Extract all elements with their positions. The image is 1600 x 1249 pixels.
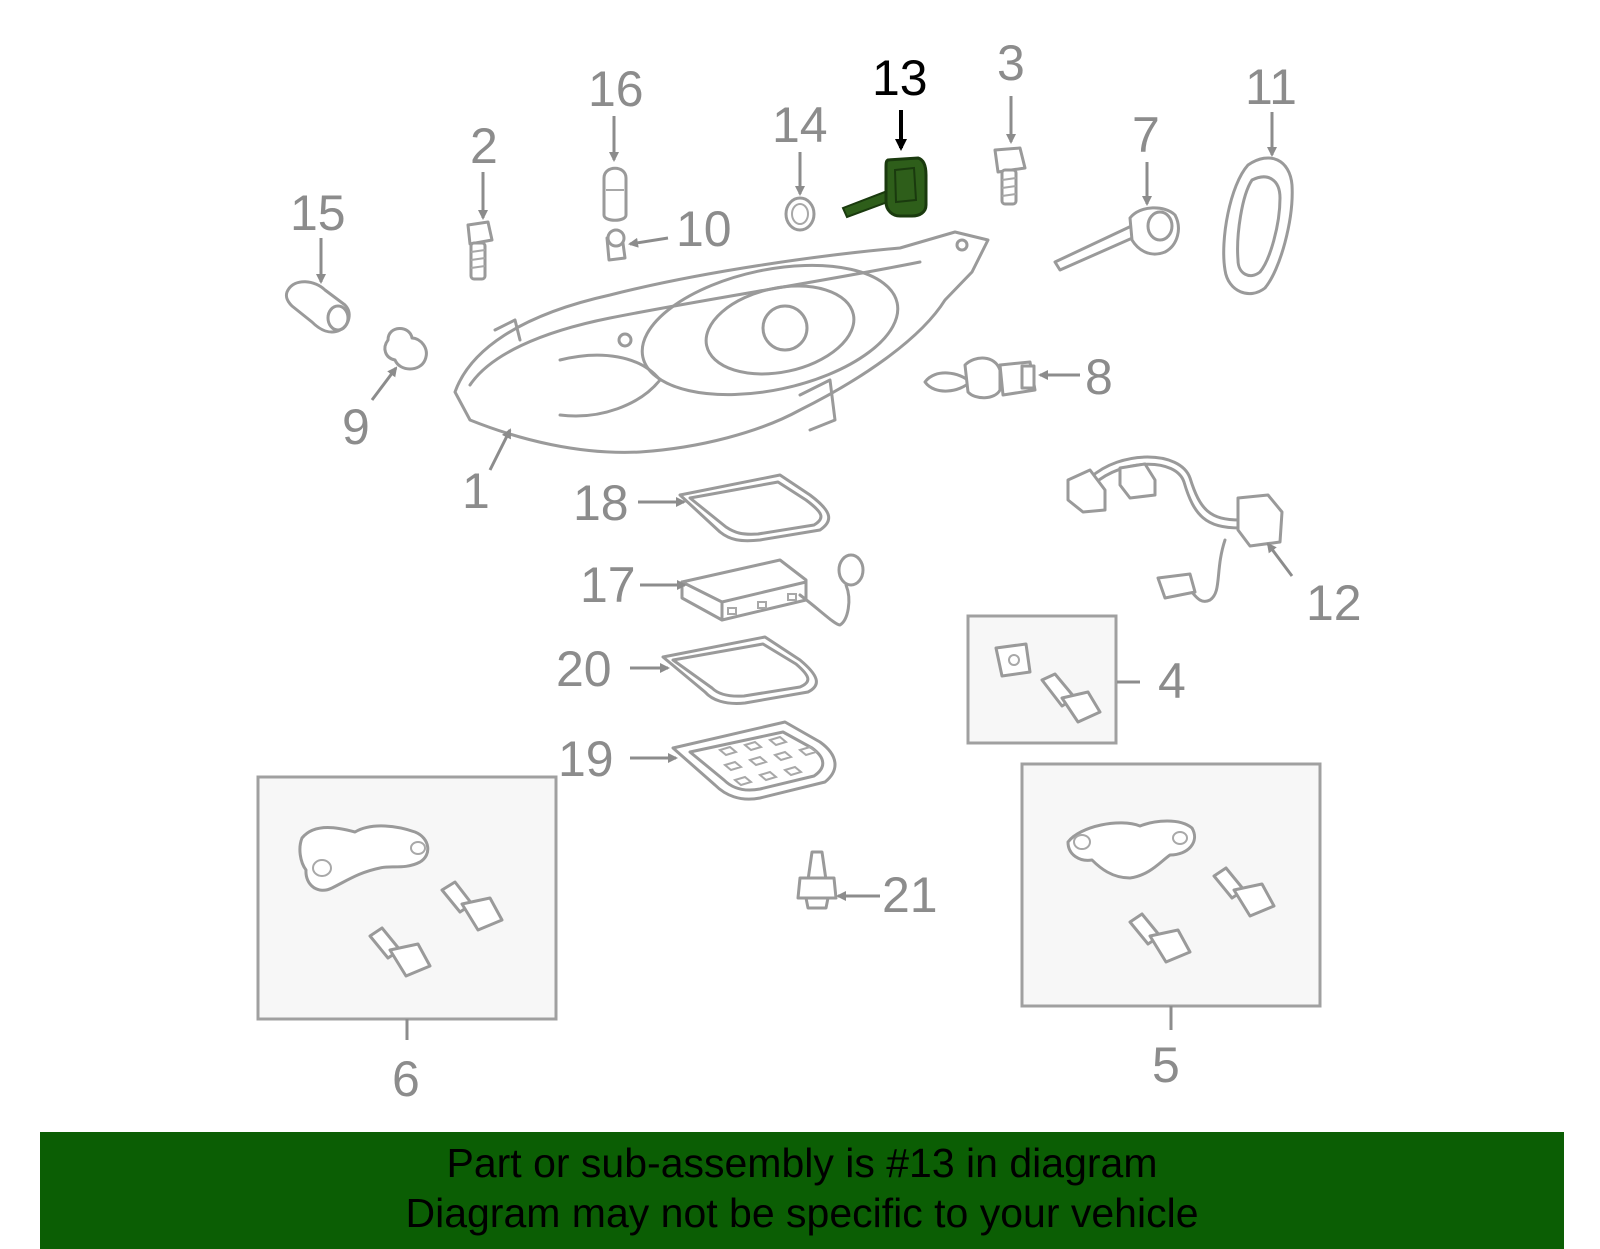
callout-14: 14 (772, 97, 828, 153)
bolt-3[interactable] (993, 146, 1027, 206)
banner-line-2: Diagram may not be specific to your vehi… (405, 1190, 1199, 1236)
callout-4: 4 (1158, 653, 1186, 709)
connector-13[interactable] (841, 156, 928, 219)
callout-11: 11 (1245, 59, 1297, 115)
callout-8: 8 (1085, 349, 1113, 405)
leader-arrows (316, 96, 1294, 1040)
callout-13-highlighted: 13 (872, 50, 928, 106)
callout-3: 3 (997, 35, 1025, 91)
o-ring-14[interactable] (784, 196, 816, 232)
cover-11[interactable] (1222, 156, 1294, 296)
headlamp-assembly[interactable] (453, 230, 990, 454)
callout-20: 20 (556, 641, 612, 697)
parts-diagram: 1 2 3 4 5 6 7 8 9 10 11 12 13 14 15 16 1… (256, 35, 1362, 1107)
callout-10: 10 (676, 201, 732, 257)
kit-box-6[interactable] (256, 775, 558, 1021)
ballast-17[interactable] (680, 553, 865, 627)
bulb-16[interactable] (602, 166, 628, 222)
cover-19[interactable] (671, 720, 837, 801)
bulb-8[interactable] (923, 356, 1037, 400)
bulb-7[interactable] (1053, 206, 1180, 272)
banner-line-1: Part or sub-assembly is #13 in diagram (446, 1140, 1158, 1186)
callout-2: 2 (470, 118, 498, 174)
callout-15: 15 (290, 185, 346, 241)
callout-16: 16 (588, 61, 644, 117)
callout-12: 12 (1306, 575, 1362, 631)
callout-5: 5 (1152, 1037, 1180, 1093)
info-banner: Part or sub-assembly is #13 in diagram D… (40, 1132, 1564, 1249)
callout-7: 7 (1132, 107, 1160, 163)
screw-21[interactable] (796, 850, 838, 910)
kit-box-5[interactable] (1020, 762, 1322, 1008)
callout-1: 1 (462, 463, 490, 519)
gasket-20[interactable] (661, 635, 818, 705)
bolt-2[interactable] (466, 220, 494, 281)
callout-17: 17 (580, 557, 636, 613)
callout-labels: 1 2 3 4 5 6 7 8 9 10 11 12 13 14 15 16 1… (290, 35, 1362, 1107)
kit-box-4[interactable] (966, 614, 1118, 745)
frame-18[interactable] (678, 473, 831, 543)
bulb-10[interactable] (605, 228, 627, 262)
callout-19: 19 (558, 731, 614, 787)
callout-21: 21 (882, 867, 938, 923)
clip-9[interactable] (383, 327, 428, 371)
callout-6: 6 (392, 1051, 420, 1107)
wiring-harness-12[interactable] (1066, 455, 1284, 603)
socket-15[interactable] (284, 280, 351, 334)
callout-18: 18 (573, 475, 629, 531)
callout-9: 9 (342, 399, 370, 455)
